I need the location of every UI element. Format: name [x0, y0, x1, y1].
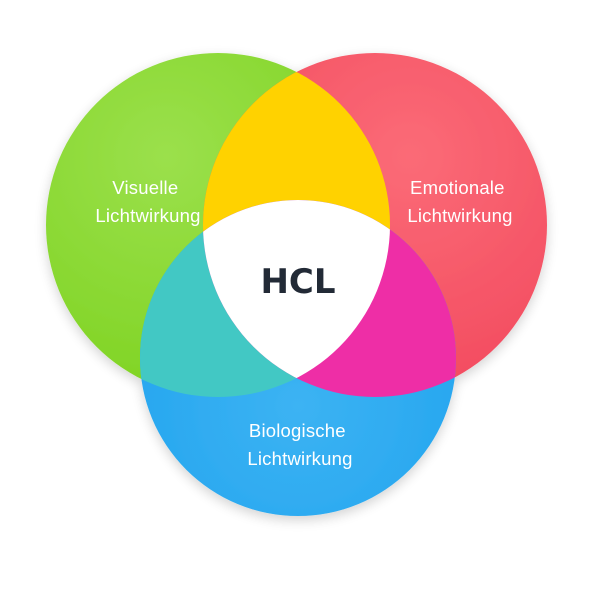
label-visual: Visuelle Lichtwirkung — [95, 177, 200, 226]
center-label: HCL — [260, 262, 335, 302]
label-emotional-line2: Lichtwirkung — [407, 205, 512, 226]
label-emotional: Emotionale Lichtwirkung — [407, 177, 512, 226]
label-emotional-line1: Emotionale — [410, 177, 505, 198]
center-region — [203, 200, 390, 397]
label-visual-line1: Visuelle — [112, 177, 178, 198]
label-biological-line1: Biologische — [249, 420, 346, 441]
label-biological-line2: Lichtwirkung — [247, 448, 352, 469]
label-visual-line2: Lichtwirkung — [95, 205, 200, 226]
circles-group — [46, 53, 547, 516]
label-biological: Biologische Lichtwirkung — [247, 420, 352, 469]
